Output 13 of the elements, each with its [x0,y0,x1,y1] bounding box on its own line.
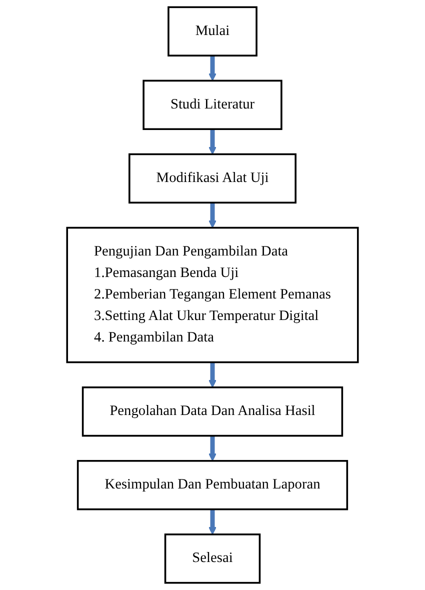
arrow [208,436,216,462]
arrow [208,202,216,228]
node-box [128,153,296,204]
node-box [82,386,344,437]
node-box [66,226,359,364]
node-box [168,6,258,56]
arrow [208,362,216,388]
node-box [142,80,282,130]
arrow [208,128,216,155]
arrow [208,509,216,535]
node-box [164,534,261,584]
arrow [208,55,216,82]
node-box [76,460,348,510]
